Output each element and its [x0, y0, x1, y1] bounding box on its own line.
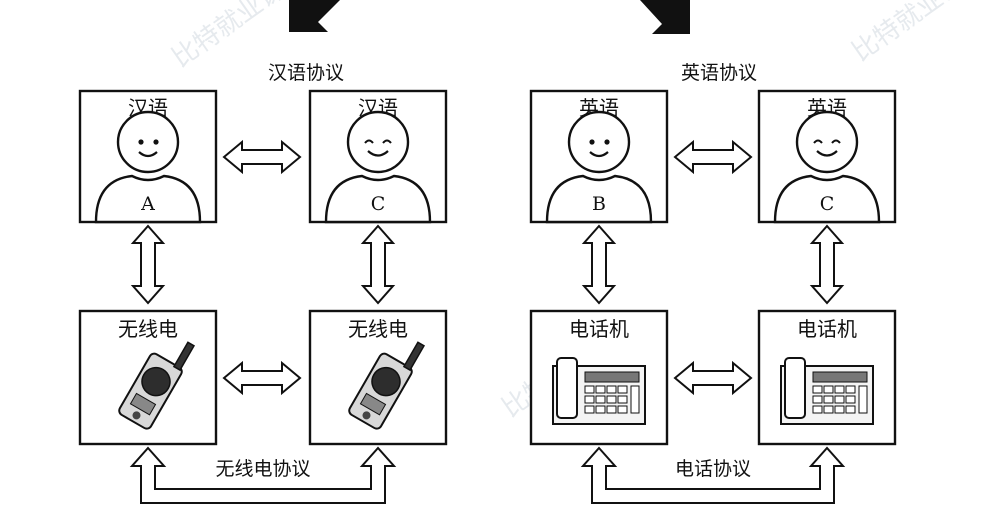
right-person-b-box: 英语 B: [531, 91, 667, 222]
right-phone-box-1: 电话机: [531, 311, 667, 444]
right-top-horizontal-arrow: [675, 142, 751, 172]
left-protocol-bottom-label: 无线电协议: [215, 458, 310, 480]
right-person-c-box: 英语 C: [759, 91, 895, 222]
right-c-vertical-arrow: [812, 226, 842, 303]
left-person-a-box: 汉语 A: [80, 91, 216, 222]
top-right-arrow: [640, 0, 690, 34]
right-protocol-top-label: 英语协议: [681, 62, 757, 84]
right-phone-box-2: 电话机: [759, 311, 895, 444]
right-device-2-title: 电话机: [797, 317, 857, 341]
left-device-1-title: 无线电: [118, 317, 178, 341]
left-radio-box-2: 无线电: [310, 311, 446, 444]
telephone-icon: [553, 358, 645, 424]
left-top-horizontal-arrow: [224, 142, 300, 172]
top-left-arrow: [289, 0, 340, 32]
right-box-c-letter: C: [820, 193, 835, 215]
left-box-c-letter: C: [371, 193, 386, 215]
watermark-2: 比特就业课: [847, 0, 971, 68]
right-device-1-title: 电话机: [569, 317, 629, 341]
left-box-a-letter: A: [140, 193, 155, 215]
left-c-vertical-arrow: [363, 226, 393, 303]
right-box-b-letter: B: [592, 193, 606, 215]
left-device-2-title: 无线电: [348, 317, 408, 341]
left-radio-box-1: 无线电: [80, 311, 216, 444]
right-protocol-bottom-label: 电话协议: [675, 458, 751, 480]
left-person-c-box: 汉语 C: [310, 91, 446, 222]
left-bottom-horizontal-arrow: [224, 363, 300, 393]
left-protocol-top-label: 汉语协议: [268, 62, 344, 84]
left-a-vertical-arrow: [133, 226, 163, 303]
right-b-vertical-arrow: [584, 226, 614, 303]
telephone-icon: [781, 358, 873, 424]
right-bottom-horizontal-arrow: [675, 363, 751, 393]
